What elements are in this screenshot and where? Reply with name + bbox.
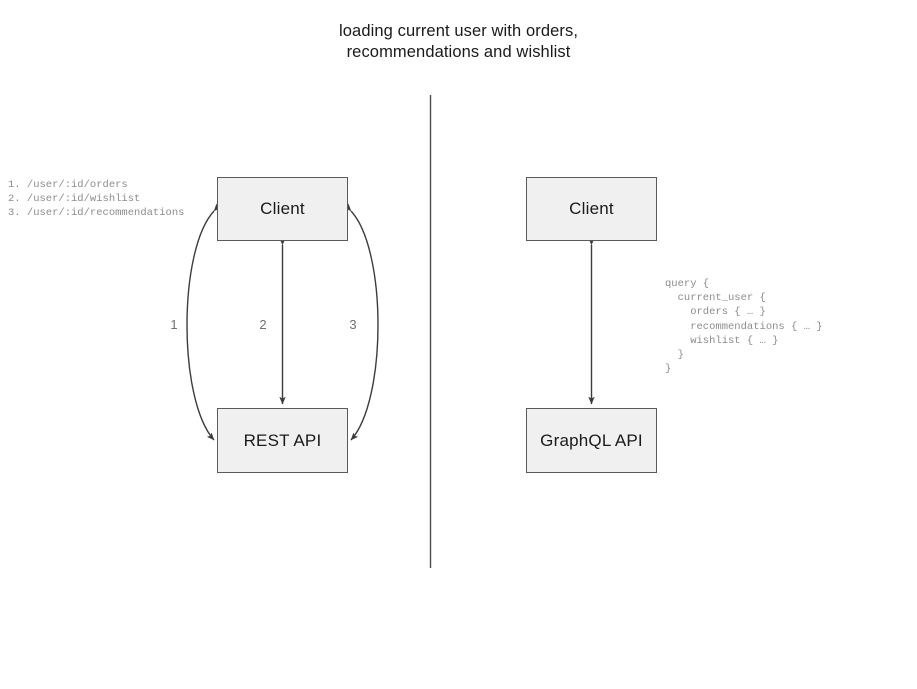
rest-edge-label-3: 3 xyxy=(349,317,357,332)
rest-edge-label-2: 2 xyxy=(259,317,267,332)
rest-edge-label-1: 1 xyxy=(170,317,178,332)
node-client-rest[interactable]: Client xyxy=(217,177,348,241)
node-client-graphql[interactable]: Client xyxy=(526,177,657,241)
diagram-title: loading current user with orders, recomm… xyxy=(339,22,578,61)
graphql-query-block: query { current_user { orders { … } reco… xyxy=(665,278,823,376)
node-rest-api[interactable]: REST API xyxy=(217,408,348,473)
node-graphql-api[interactable]: GraphQL API xyxy=(526,408,657,473)
rest-edge-1 xyxy=(186,203,222,441)
rest-endpoint-list: 1. /user/:id/orders 2. /user/:id/wishlis… xyxy=(8,179,185,220)
